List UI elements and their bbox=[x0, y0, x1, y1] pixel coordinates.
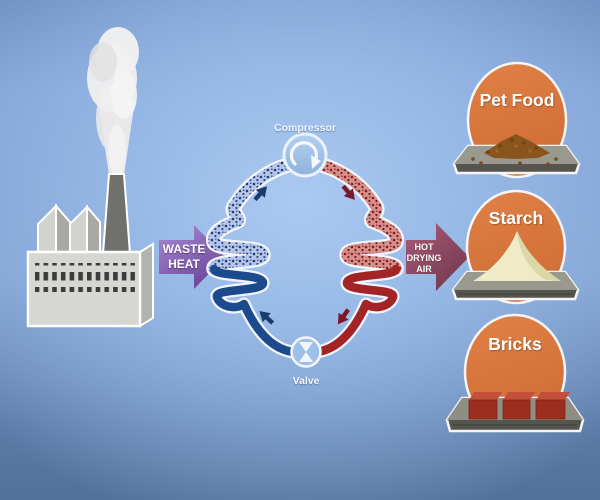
compressor-label: Compressor bbox=[274, 122, 336, 134]
factory-smoke bbox=[87, 27, 139, 182]
starch-pile bbox=[473, 231, 561, 281]
bricks-label: Bricks bbox=[488, 334, 542, 354]
factory-side-face bbox=[139, 242, 154, 328]
flow-arrow-up-left-icon bbox=[253, 186, 268, 202]
product-pet-food: Pet Food bbox=[452, 61, 581, 179]
product-starch: Starch bbox=[451, 189, 580, 305]
factory-chimney bbox=[101, 173, 132, 255]
hot-vapor-pipe bbox=[316, 159, 402, 275]
product-bricks: Bricks bbox=[445, 313, 585, 433]
pet-food-label: Pet Food bbox=[480, 90, 555, 110]
expansion-valve: Valve bbox=[290, 336, 322, 387]
hot-air-label-line2: DRYING bbox=[407, 253, 442, 263]
waste-heat-label-line1: WASTE bbox=[163, 242, 206, 256]
compressor: Compressor bbox=[274, 122, 336, 178]
flow-arrows bbox=[253, 184, 355, 325]
hot-air-label-line1: HOT bbox=[415, 242, 435, 252]
flow-arrow-down-right-icon bbox=[341, 184, 355, 200]
flow-arrow-bottom-right-icon bbox=[337, 308, 350, 325]
brick-blocks bbox=[468, 392, 570, 420]
flow-arrow-bottom-left-icon bbox=[259, 310, 275, 325]
hot-liquid-pipe bbox=[312, 264, 401, 357]
hot-drying-air-arrow: HOT DRYING AIR bbox=[406, 223, 469, 291]
cold-liquid-pipe bbox=[209, 264, 298, 357]
valve-label: Valve bbox=[293, 375, 320, 387]
pet-food-pile bbox=[471, 134, 558, 166]
cold-vapor-pipe bbox=[208, 159, 294, 275]
factory-building bbox=[26, 173, 154, 328]
hot-air-label-line3: AIR bbox=[416, 264, 432, 274]
heat-pump-cycle bbox=[206, 157, 404, 359]
waste-heat-label-line2: HEAT bbox=[168, 257, 200, 271]
starch-label: Starch bbox=[489, 208, 543, 228]
factory-windows bbox=[35, 263, 135, 292]
